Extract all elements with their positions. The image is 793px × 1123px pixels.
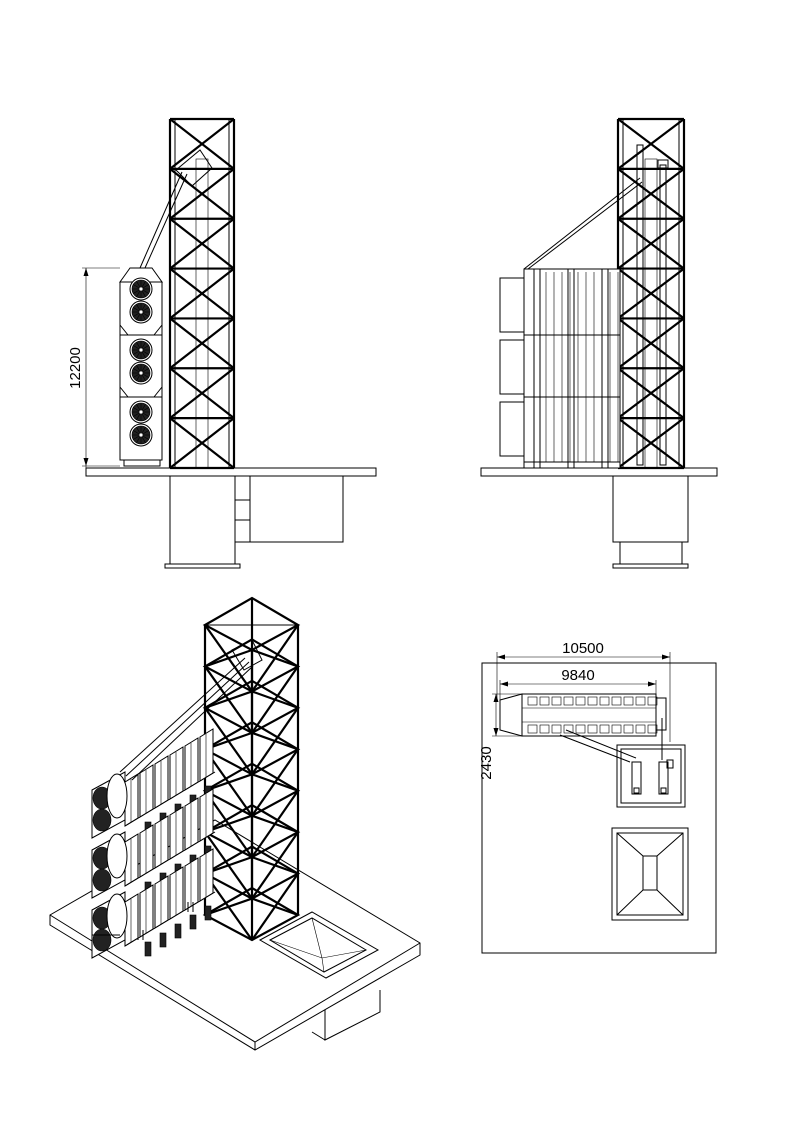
height-dimension: 12200 (67, 267, 120, 468)
inner-length-dimension: 9840 (499, 667, 657, 700)
fan-stack (129, 277, 153, 447)
base-slab (85, 467, 377, 477)
conveyor-pipe (523, 177, 641, 270)
pit-wall (169, 475, 236, 565)
pit-footing (164, 563, 241, 569)
height-dimension-label: 12200 (67, 347, 84, 389)
plan-hopper (611, 827, 689, 921)
lattice-tower (168, 117, 236, 470)
conveyor-pipe (139, 171, 183, 269)
plan-tower (616, 744, 686, 808)
plan-slab-outline (481, 662, 717, 954)
dryer-bank (499, 268, 621, 469)
plan-dryer-strip (499, 693, 667, 737)
plan-view: 10500 9840 2430 (478, 640, 717, 954)
hopper-box (234, 475, 344, 543)
front-elevation-view (480, 117, 718, 569)
iso-conveyor-pipe (119, 657, 246, 773)
inner-length-label: 9840 (561, 667, 594, 684)
overall-length-label: 10500 (562, 640, 604, 657)
elevator-head (175, 149, 213, 187)
base-slab (480, 467, 718, 477)
width-dimension: 2430 (478, 693, 522, 780)
iso-dryer-bank (91, 728, 216, 959)
dryer-column (119, 267, 163, 467)
lattice-tower (616, 117, 686, 470)
width-dimension-label: 2430 (478, 746, 495, 779)
overall-length-dimension: 10500 (496, 640, 671, 742)
side-elevation-view: 12200 (67, 117, 377, 569)
isometric-view (49, 596, 421, 1051)
pit-wall (612, 475, 689, 543)
